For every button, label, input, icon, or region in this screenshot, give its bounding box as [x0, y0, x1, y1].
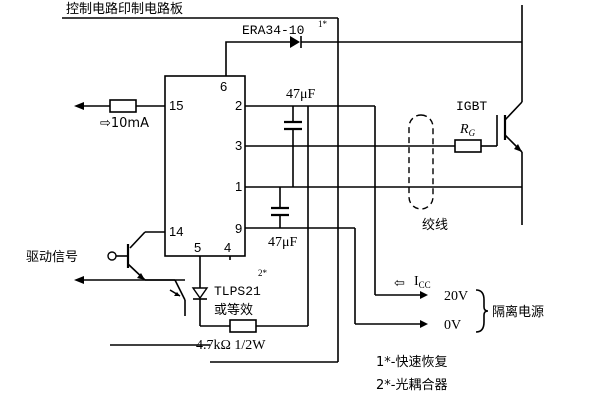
pin15-arrow-icon — [74, 102, 84, 110]
opto-light-arrow-head — [174, 292, 180, 296]
twisted-pair-marker — [408, 114, 434, 210]
input-terminal-icon — [107, 251, 117, 261]
rg-label: RG — [459, 122, 476, 138]
icc-arrow-icon: ⇦ — [394, 276, 405, 291]
transistor-arrow-icon — [137, 273, 145, 280]
cap-top-label: 47μF — [286, 87, 316, 102]
pin15-resistor — [109, 99, 137, 113]
pcb-title: 控制电路印制电路板 — [66, 1, 183, 17]
supply-brace — [475, 289, 489, 333]
supply-20v-label: 20V — [444, 289, 468, 304]
pin-6-label: 6 — [220, 79, 227, 94]
supply-0v-label: 0V — [444, 318, 461, 333]
igbt-label: IGBT — [456, 99, 487, 114]
opto-phototransistor — [174, 279, 186, 301]
opto-led-icon — [191, 287, 209, 300]
return-arrow-icon — [74, 276, 84, 284]
diode-icon — [290, 36, 300, 48]
isolated-supply-label: 隔离电源 — [492, 304, 544, 320]
igbt-collector-lead — [504, 101, 523, 121]
arrow-0v-icon — [420, 320, 428, 328]
pin-15-label: 15 — [169, 98, 183, 113]
pin-14-label: 14 — [169, 224, 183, 239]
note-optocoupler: 2*-光耦合器 — [376, 378, 447, 393]
opto-note: 2* — [258, 268, 268, 278]
driver-ic — [164, 75, 246, 257]
opto-label: TLPS21 — [214, 284, 261, 299]
transistor-collector-lead — [129, 231, 146, 249]
pin-4-label: 4 — [224, 240, 231, 255]
pin-5-label: 5 — [194, 240, 201, 255]
pin-9-label: 9 — [235, 221, 242, 236]
pin-3-label: 3 — [235, 138, 242, 153]
arrow-20v-icon — [420, 291, 428, 299]
current-label: ⇨10mA — [100, 116, 149, 131]
rg-resistor — [454, 139, 482, 153]
wire-pin6 — [225, 41, 290, 76]
pin-2-label: 2 — [235, 98, 242, 113]
opto-alt-label: 或等效 — [214, 302, 253, 318]
twisted-pair-label: 绞线 — [422, 217, 448, 233]
pin-1-label: 1 — [235, 179, 242, 194]
diode-label: ERA34-10 — [242, 23, 304, 38]
note-fast-recovery: 1*-快速恢复 — [376, 355, 447, 370]
resistor-label: 4.7kΩ 1/2W — [196, 338, 266, 353]
diode-note: 1* — [318, 19, 328, 29]
igbt-arrow-icon — [514, 144, 522, 152]
drive-signal-label: 驱动信号 — [26, 250, 78, 265]
icc-label: ICC — [414, 274, 431, 290]
bottom-resistor — [229, 319, 257, 333]
cap-bottom-label: 47μF — [268, 235, 298, 250]
